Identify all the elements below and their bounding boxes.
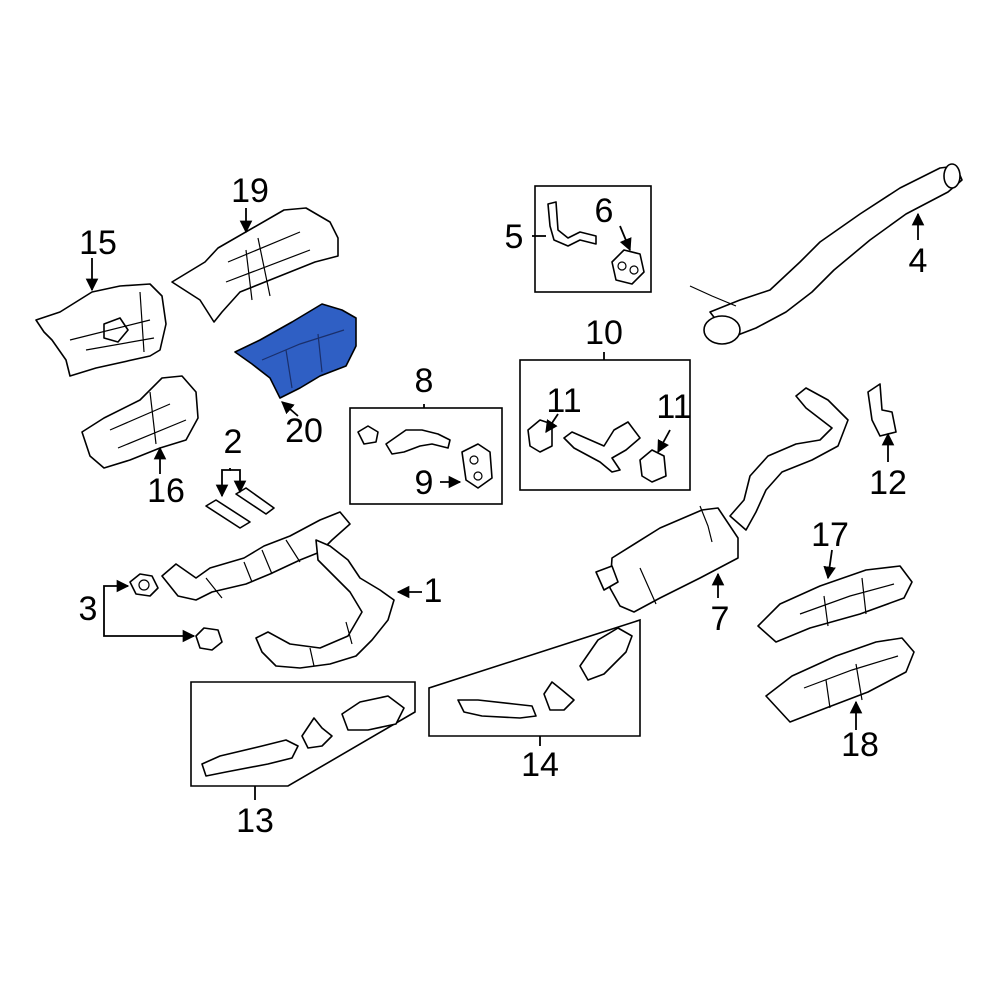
part-18-heat-shield[interactable] — [765, 637, 915, 723]
part-11-isolator-left[interactable] — [527, 419, 553, 453]
callout-2: 2 — [224, 423, 243, 461]
part-9-isolator[interactable] — [461, 443, 493, 489]
callout-18: 18 — [841, 726, 879, 764]
callout-12: 12 — [869, 464, 907, 502]
part-6-isolator[interactable] — [611, 249, 645, 285]
part-10-hanger-bracket[interactable] — [563, 421, 641, 473]
callout-13: 13 — [236, 802, 274, 840]
callout-8: 8 — [415, 362, 434, 400]
kit-box-5-6 — [534, 185, 652, 293]
callout-10: 10 — [585, 314, 623, 352]
callout-6: 6 — [595, 192, 614, 230]
part-8-hanger[interactable] — [357, 425, 451, 455]
part-12-clip[interactable] — [867, 383, 897, 437]
part-5-hanger[interactable] — [547, 201, 597, 247]
part-7-muffler[interactable] — [595, 387, 849, 613]
kit-box-14 — [428, 618, 641, 737]
part-3-nuts[interactable] — [129, 573, 223, 651]
kit-box-10-11 — [519, 359, 691, 491]
callout-5: 5 — [505, 218, 524, 256]
part-19-heat-shield[interactable] — [171, 207, 339, 323]
part-13-converter-kit[interactable] — [201, 695, 405, 777]
kit-box-8-9 — [349, 407, 503, 505]
kit-box-13 — [190, 681, 416, 787]
callout-3: 3 — [79, 590, 98, 628]
callout-7: 7 — [711, 600, 730, 638]
callout-labels: 1 2 3 4 5 6 7 8 9 10 11 11 12 13 14 15 1… — [79, 172, 928, 840]
part-20-heat-shield[interactable] — [234, 303, 357, 399]
callout-1: 1 — [424, 572, 443, 610]
part-16-manifold-shield[interactable] — [81, 375, 199, 469]
part-14-converter-kit[interactable] — [457, 627, 633, 719]
callout-20: 20 — [285, 412, 323, 450]
callout-17: 17 — [811, 516, 849, 554]
callout-11-right: 11 — [656, 388, 691, 426]
part-15-heat-shield[interactable] — [35, 283, 167, 377]
part-11-isolator-right[interactable] — [639, 449, 667, 483]
callout-15: 15 — [79, 224, 117, 262]
callout-11-left: 11 — [546, 382, 581, 420]
callout-4: 4 — [909, 242, 928, 280]
part-4-intermediate-pipe[interactable] — [689, 163, 963, 345]
part-1-catalytic-converter-y-pipe[interactable] — [161, 511, 395, 669]
callout-19: 19 — [231, 172, 269, 210]
callout-9: 9 — [415, 464, 434, 502]
callout-16: 16 — [147, 472, 185, 510]
callout-14: 14 — [521, 746, 559, 784]
leader-lines — [85, 208, 925, 800]
part-17-heat-shield[interactable] — [757, 565, 913, 643]
part-2-studs[interactable] — [205, 487, 275, 529]
